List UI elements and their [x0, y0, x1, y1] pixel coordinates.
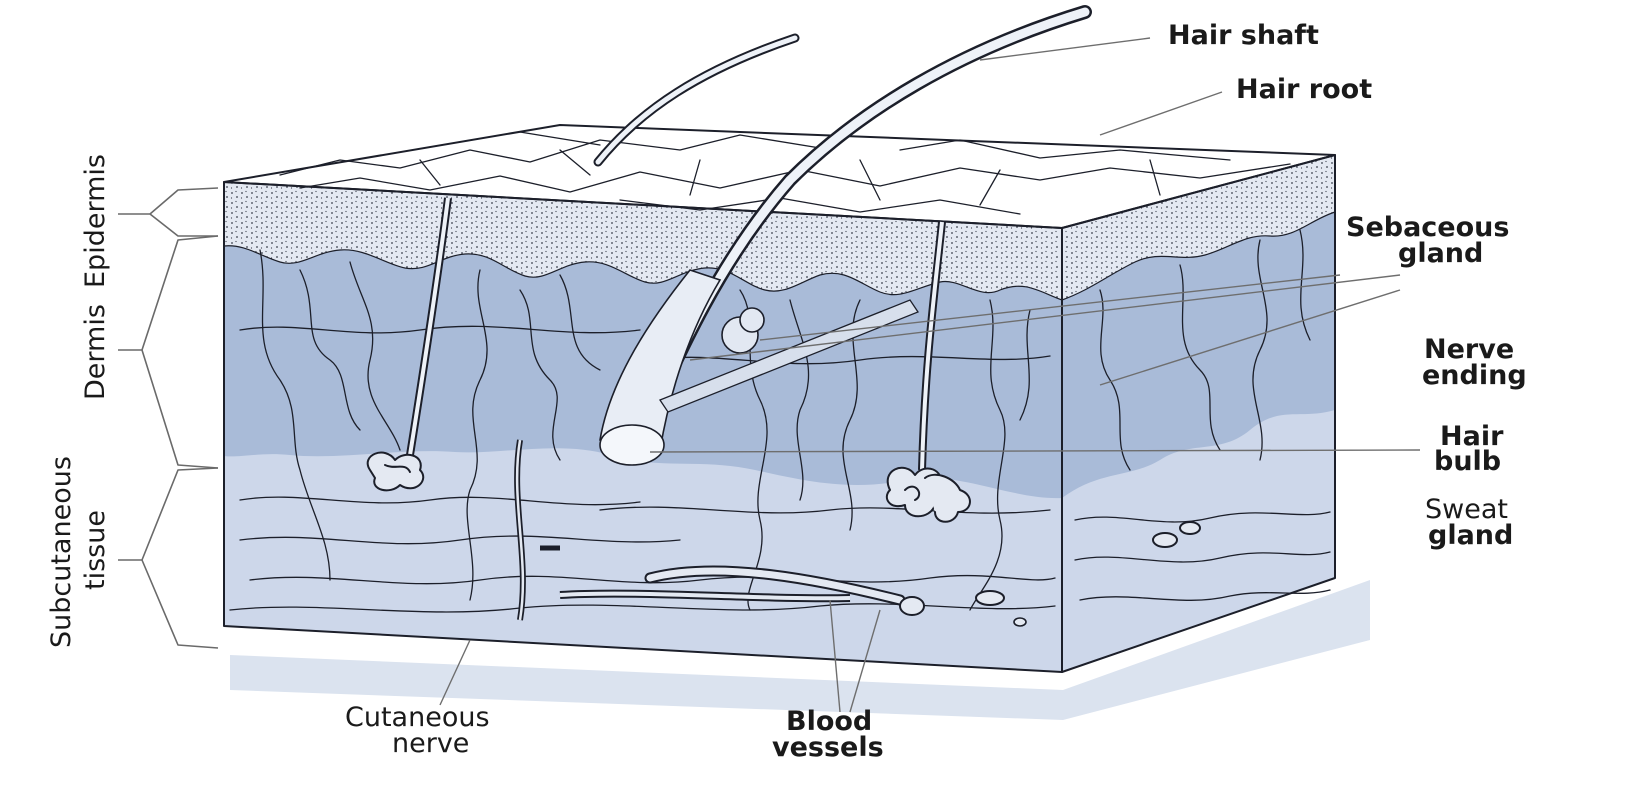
side-face	[1062, 155, 1335, 672]
label-hair-shaft: Hair shaft	[1168, 20, 1319, 51]
label-cutaneous-line2: nerve	[392, 728, 469, 759]
label-blood-line2: vessels	[772, 732, 884, 763]
hair-bulb-shape	[600, 425, 664, 465]
label-subcutaneous-line2: tissue	[80, 510, 111, 590]
label-dermis: Dermis	[80, 304, 111, 400]
label-hair-root: Hair root	[1236, 74, 1372, 105]
label-hair-bulb-line2: bulb	[1434, 446, 1501, 477]
label-nerve-line2: ending	[1422, 360, 1527, 391]
label-epidermis: Epidermis	[80, 154, 111, 288]
label-subcutaneous-line1: Subcutaneous	[46, 456, 77, 648]
label-sweat-line2: gland	[1428, 520, 1513, 551]
layer-braces	[118, 188, 218, 648]
label-sebaceous-line2: gland	[1398, 238, 1483, 269]
